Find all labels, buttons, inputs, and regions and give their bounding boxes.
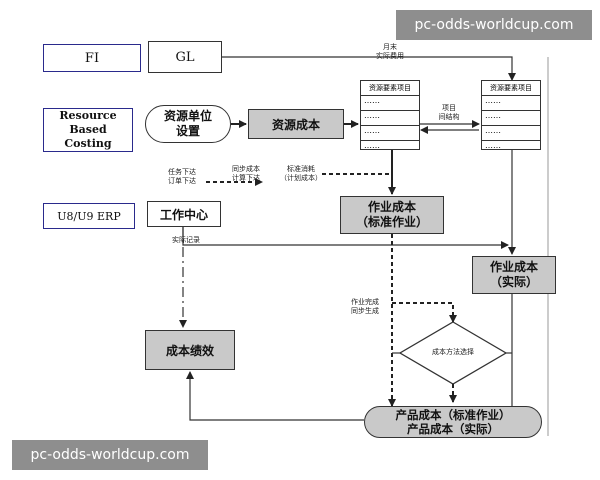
arrow-std-consumption-dashed [322,173,393,194]
month-end-actual-label: 月末 实际费用 [376,43,404,60]
erp-label: U8/U9 ERP [57,209,121,223]
watermark-top: pc-odds-worldcup.com [396,10,592,40]
sync-cost-label: 同步成本 计算下达 [232,165,260,182]
work-center-label: 工作中心 [159,207,208,222]
activity-cost-standard-line1: 作业成本 [367,200,416,214]
cost-performance-label: 成本绩效 [165,343,214,358]
table-row: …… [485,141,501,150]
product-cost-line2: 产品成本（实际） [407,422,499,436]
table-row: …… [361,111,419,126]
job-completion-label: 作业完成 同步生成 [351,298,379,315]
arrow-gl-to-right-table [222,56,516,81]
resource-unit-setup-box: 资源单位 设置 [145,105,231,143]
resource-costing-line1: Resource [59,109,117,122]
product-cost-line1: 产品成本（标准作业） [395,408,511,422]
table-row: …… [361,126,419,141]
resource-cost-box: 资源成本 [248,109,344,139]
activity-cost-actual-line2: （实际） [489,275,538,289]
table-row: …… [364,141,380,150]
activity-cost-standard-box: 作业成本 （标准作业） [340,196,444,234]
task-order-issue-label: 任务下达 订单下达 [168,168,196,185]
table-header: 资源要素项目 [361,81,419,96]
erp-label-box: U8/U9 ERP [43,203,135,229]
resource-costing-line2: Based Costing [64,123,112,150]
table-row: …… [482,96,540,111]
fi-label: FI [84,50,100,66]
gl-box: GL [148,41,222,73]
activity-cost-actual-line1: 作业成本 [489,260,538,274]
cost-method-choice-label: 成本方法选择 [432,348,474,356]
actual-record-label: 实际记录 [172,236,200,244]
product-cost-box: 产品成本（标准作业） 产品成本（实际） [364,406,542,438]
activity-cost-actual-box: 作业成本 （实际） [472,256,556,294]
watermark-bottom: pc-odds-worldcup.com [12,440,208,470]
resource-costing-label-box: Resource Based Costing [43,108,133,152]
std-consumption-label: 标准消耗 （计划成本） [280,165,322,182]
table-row: …… [361,96,419,111]
arrow-job-completion-dashed [392,302,457,323]
table-row: …… [482,126,540,141]
resource-elements-table-right: 资源要素项目 …… …… …… …… [481,80,541,150]
table-header: 资源要素项目 [482,81,540,96]
activity-cost-standard-line2: （标准作业） [355,215,428,229]
arrow-product-to-performance [186,371,364,421]
resource-unit-setup-line1: 资源单位 [163,109,212,123]
cost-performance-box: 成本绩效 [145,330,235,370]
work-center-box: 工作中心 [147,201,221,227]
resource-elements-table-left: 资源要素项目 …… …… …… …… [360,80,420,150]
resource-cost-label: 资源成本 [271,117,320,132]
resource-unit-setup-line2: 设置 [175,124,200,138]
fi-label-box: FI [43,44,141,72]
item-structure-label: 项目 间结构 [438,104,460,121]
gl-label: GL [175,49,195,65]
table-row: …… [482,111,540,126]
